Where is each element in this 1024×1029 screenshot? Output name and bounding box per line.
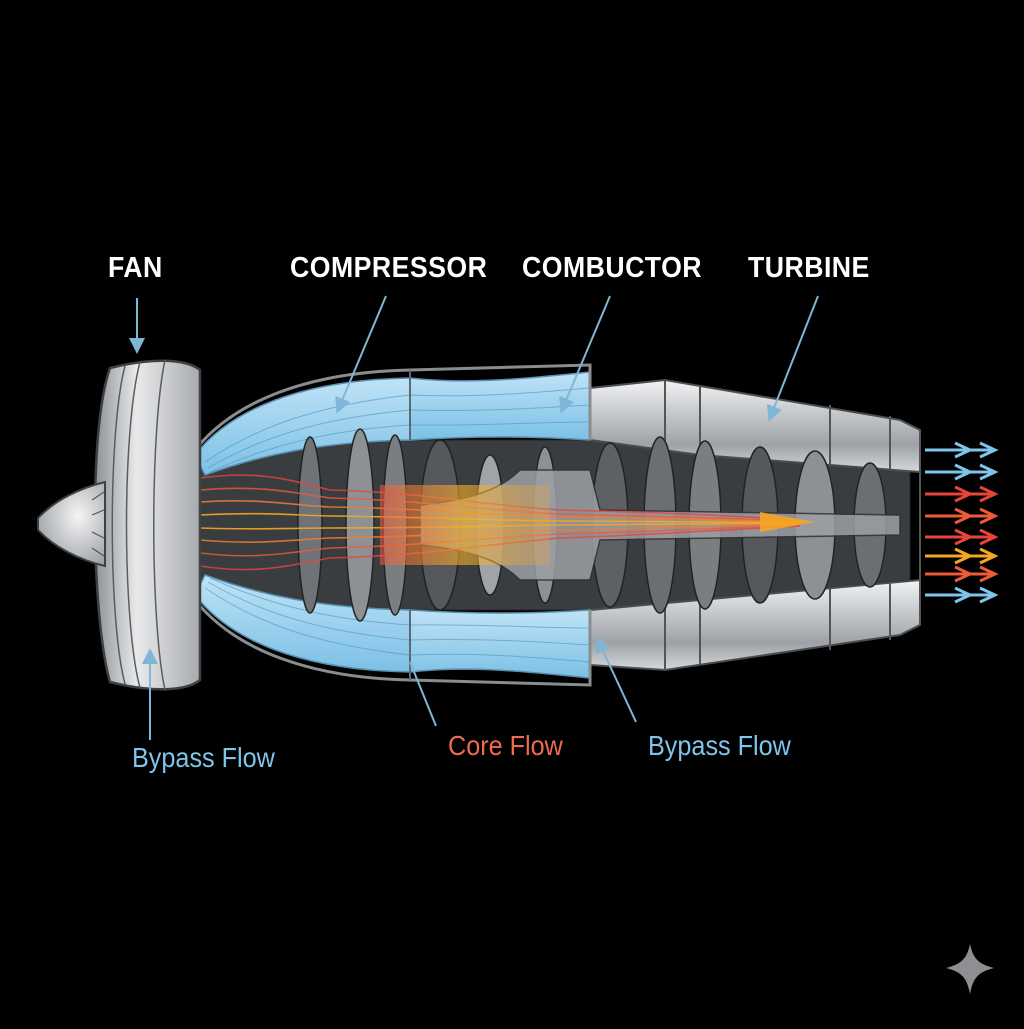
fan-housing	[93, 359, 202, 691]
combustion-glow	[380, 485, 550, 565]
fan-label: FAN	[108, 252, 163, 284]
outer-casing-bottom-edge	[193, 599, 592, 687]
compressor-leader	[335, 295, 387, 414]
sparkle-icon	[946, 944, 994, 994]
bypass-flow-right-label: Bypass Flow	[648, 730, 791, 761]
spinner-cone	[37, 480, 106, 568]
core-flow-arrowhead	[760, 512, 815, 532]
outer-casing-top-edge	[193, 363, 592, 451]
combustor-leader	[559, 295, 611, 414]
core-flow-label: Core Flow	[448, 730, 563, 761]
fan-blades-hint	[91, 491, 105, 557]
bypass-duct-bottom-2	[409, 609, 591, 679]
core-leader	[409, 661, 437, 727]
fan-housing-rings	[111, 359, 166, 691]
turbine-casing-bottom	[589, 578, 921, 672]
turbine-casing-seams	[664, 380, 921, 670]
exhaust-arrows	[925, 441, 999, 604]
turbine-label: TURBINE	[748, 252, 870, 284]
turbine-leader	[766, 295, 819, 422]
leader-lines	[129, 295, 819, 740]
bypass-right-leader	[595, 636, 637, 723]
bypass-flow-left-label: Bypass Flow	[132, 742, 275, 773]
combustor-label: COMBUCTOR	[522, 252, 703, 284]
compressor-label: COMPRESSOR	[290, 252, 488, 284]
